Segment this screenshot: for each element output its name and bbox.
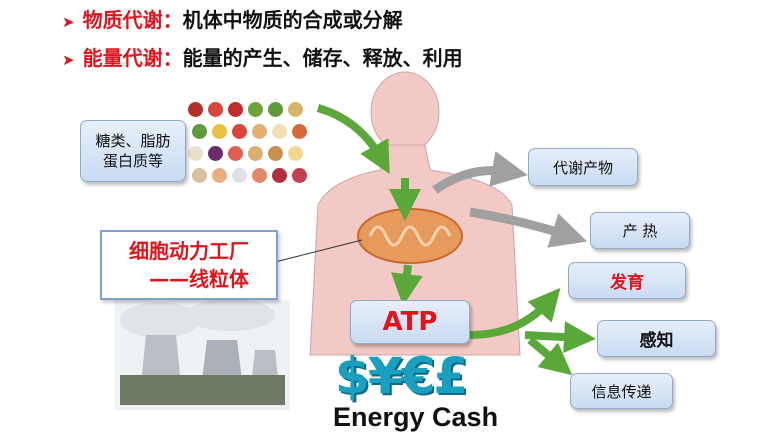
bullet-energy-metabolism: ➤ 能量代谢：能量的产生、储存、释放、利用 bbox=[62, 42, 463, 71]
atp-production-arrow bbox=[391, 264, 423, 306]
output-box-heat: 产 热 bbox=[590, 212, 690, 249]
food-label-line2: 蛋白质等 bbox=[102, 152, 163, 170]
to-growth-arrow bbox=[469, 287, 561, 339]
food-label-line1: 糖类、脂肪 bbox=[95, 132, 171, 150]
mitochondrion-icon bbox=[357, 208, 463, 264]
description: 机体中物质的合成或分解 bbox=[182, 8, 403, 32]
bullet-arrow-icon: ➤ bbox=[62, 13, 75, 31]
description: 能量的产生、储存、释放、利用 bbox=[182, 46, 463, 70]
energy-cash-label: Energy Cash bbox=[333, 402, 499, 432]
food-image-grid bbox=[186, 100, 326, 192]
output-label: 代谢产物 bbox=[552, 158, 613, 177]
to-sense-arrow bbox=[524, 321, 596, 354]
to-heat-arrow bbox=[469, 207, 588, 248]
output-box-growth: 发育 bbox=[568, 262, 686, 299]
intake-arrow bbox=[316, 104, 390, 175]
output-box-waste: 代谢产物 bbox=[528, 148, 638, 186]
atp-label: ATP bbox=[382, 307, 438, 337]
factory-label-line2: ——线粒体 bbox=[149, 267, 249, 291]
output-box-sense: 感知 bbox=[597, 320, 716, 357]
power-plant-image bbox=[115, 299, 290, 410]
bullet-material-metabolism: ➤ 物质代谢：机体中物质的合成或分解 bbox=[62, 4, 403, 33]
output-label: 产 热 bbox=[622, 222, 658, 240]
food-label-box: 糖类、脂肪 蛋白质等 bbox=[80, 120, 186, 182]
pointer-line bbox=[274, 239, 363, 263]
atp-box: ATP bbox=[350, 300, 470, 344]
mitochondria-label-box: 细胞动力工厂 ——线粒体 bbox=[100, 230, 278, 300]
to-waste-arrow bbox=[432, 151, 528, 194]
output-label: 感知 bbox=[639, 331, 674, 351]
output-box-signal: 信息传递 bbox=[570, 373, 673, 409]
term: 能量代谢： bbox=[82, 46, 183, 70]
output-label: 发育 bbox=[610, 273, 644, 293]
factory-label-line1: 细胞动力工厂 bbox=[129, 239, 249, 263]
to-signal-arrow bbox=[527, 336, 573, 376]
term: 物质代谢： bbox=[82, 8, 183, 32]
bullet-arrow-icon: ➤ bbox=[62, 51, 75, 69]
output-label: 信息传递 bbox=[591, 382, 652, 401]
currency-symbols: $¥€£ bbox=[335, 347, 468, 405]
